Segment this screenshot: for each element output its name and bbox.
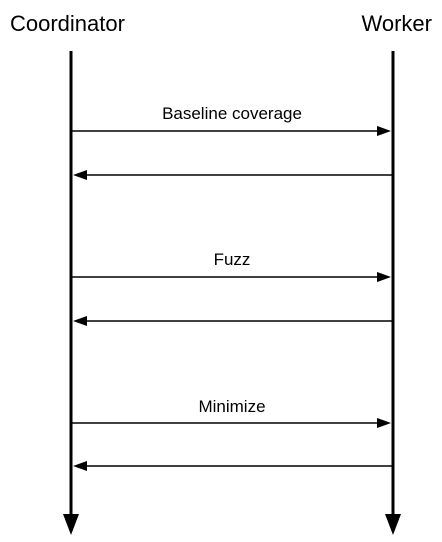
worker-lifeline	[385, 51, 401, 535]
fuzz-label: Fuzz	[213, 250, 251, 269]
coordinator-lifeline	[63, 51, 79, 535]
coordinator-title: Coordinator	[10, 11, 125, 36]
minimize-arrow	[72, 418, 391, 428]
fuzz-arrow	[72, 272, 391, 282]
minimize-response-arrow	[73, 461, 392, 471]
worker-title: Worker	[361, 11, 433, 36]
baseline-coverage-label: Baseline coverage	[162, 104, 302, 123]
baseline-coverage-response-arrow	[73, 170, 392, 180]
minimize-label: Minimize	[198, 397, 266, 416]
fuzz-response-arrow	[73, 316, 392, 326]
baseline-coverage-arrow	[72, 126, 391, 136]
